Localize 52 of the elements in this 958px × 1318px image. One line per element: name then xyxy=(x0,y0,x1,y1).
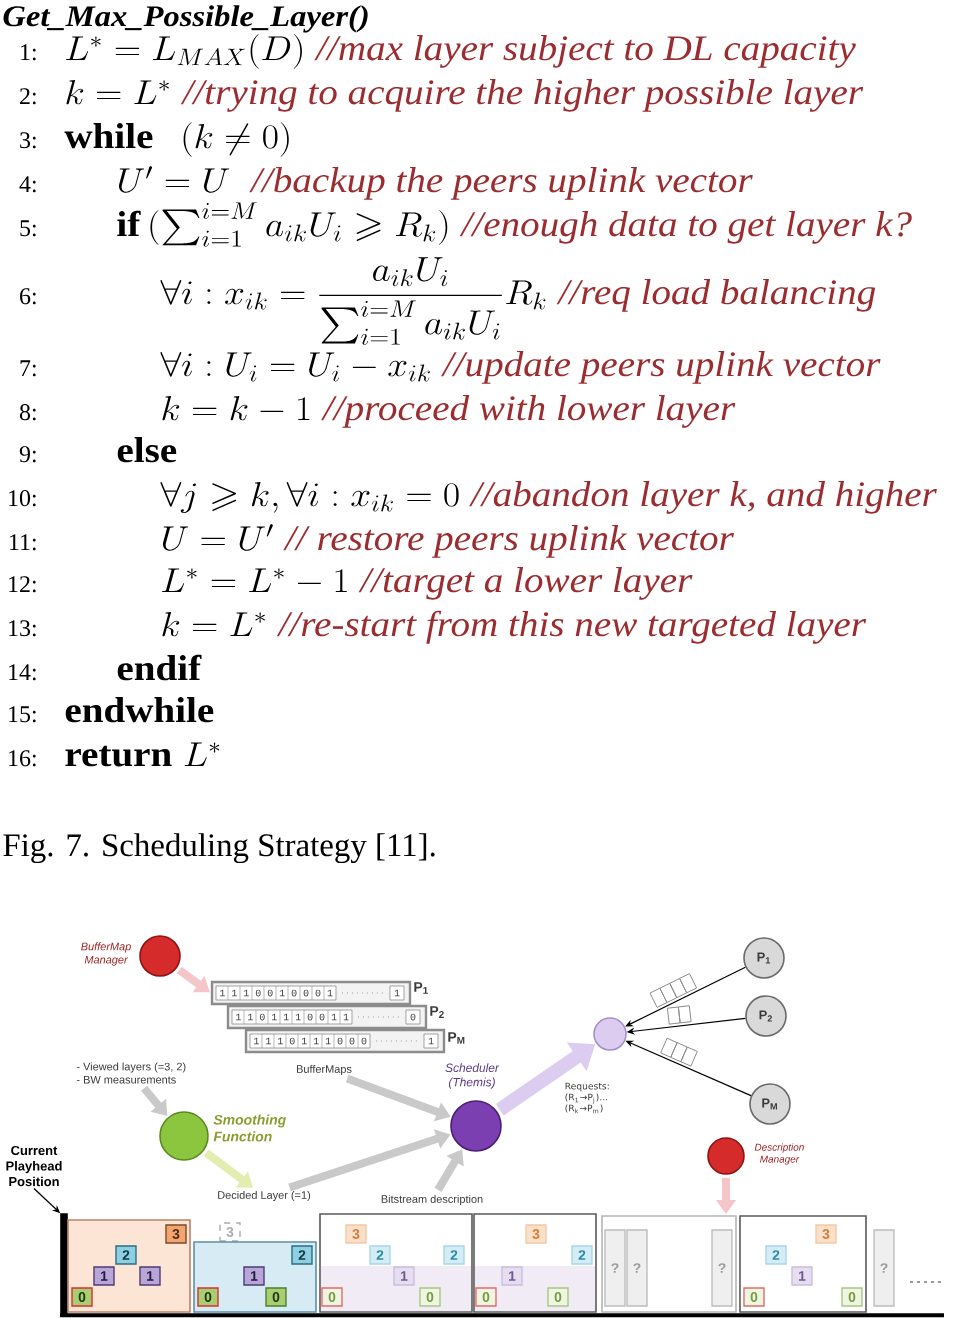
block-arrow xyxy=(176,966,210,993)
code-comment: // restore peers uplink vector xyxy=(283,525,734,558)
line-number: 2: xyxy=(20,88,36,105)
code-comment: //abandon layer k, and higher xyxy=(469,481,937,514)
line-number: 5: xyxy=(20,220,36,237)
line-number: 16: xyxy=(9,750,36,767)
code-comment: //req load balancing xyxy=(556,279,876,312)
code-formula: $L^* = L_{MAX}(D)$ xyxy=(66,34,302,69)
code-formula: $L^* = L^* - 1$ xyxy=(162,568,347,592)
code-formula: $(k \neq 0)$ xyxy=(183,122,289,157)
line-number: 9: xyxy=(19,446,36,463)
line-number: 12: xyxy=(9,576,36,593)
code-comment: //target a lower layer xyxy=(358,567,693,600)
code-formula: $k = L^*$ xyxy=(162,612,265,637)
playhead-line xyxy=(60,1213,68,1315)
line-number: 11: xyxy=(10,534,36,551)
code-formula: $\forall i : U_i = U_i - x_{ik}$ xyxy=(160,352,430,382)
figure-caption: Fig. 7. Scheduling Strategy [11]. xyxy=(3,833,435,864)
code-comment: //backup the peers uplink vector xyxy=(249,167,753,200)
line-number: 14: xyxy=(9,664,36,681)
line-number: 10: xyxy=(9,490,36,507)
arrow xyxy=(625,966,746,1027)
line-number: 1: xyxy=(21,44,36,61)
code-keyword: if xyxy=(117,210,141,236)
code-formula: $(\sum_{i=1}^{i=M} a_{ik}U_i \geqslant R_k)$ xyxy=(150,202,448,247)
algorithm-title: Get_Max_Possible_Layer() xyxy=(3,5,368,33)
code-formula: $U = U'$ xyxy=(162,524,273,551)
code-keyword: endwhile xyxy=(65,697,214,723)
code-formula: $k = L^*$ xyxy=(66,80,169,105)
code-keyword: else xyxy=(117,437,177,463)
line-number: 6: xyxy=(20,288,36,305)
code-formula: $k = k - 1$ xyxy=(162,396,310,421)
line-number: 4: xyxy=(19,176,36,193)
node-circle xyxy=(593,1017,627,1051)
code-comment: //enough data to get layer k? xyxy=(459,211,912,244)
code-keyword: while xyxy=(64,123,153,149)
line-number: 7: xyxy=(20,360,36,377)
code-formula: $\forall j \geqslant k, \forall i : x_{ik} = 0$ xyxy=(160,482,459,514)
code-comment: //proceed with lower layer xyxy=(321,395,736,428)
line-number: 8: xyxy=(19,404,36,421)
code-comment: //re-start from this new targeted layer xyxy=(276,610,867,644)
line-number: 15: xyxy=(9,706,36,723)
code-comment: //max layer subject to DL capacity xyxy=(314,35,856,68)
code-keyword: endif xyxy=(117,654,202,681)
code-formula: $L^*$ xyxy=(184,742,220,766)
code-comment: //trying to acquire the higher possible layer xyxy=(180,79,864,112)
code-comment: //update peers uplink vector xyxy=(441,351,881,384)
code-keyword: return xyxy=(65,745,172,767)
line-number: 13: xyxy=(9,620,36,637)
code-formula: $\forall i : x_{ik} = \frac{a_{ik}U_i}{\sum_{i=1}^{i=M} a_{ik}U_i} R_k$ xyxy=(160,257,546,345)
code-formula: $U' = U$ xyxy=(118,166,230,193)
line-number: 3: xyxy=(20,132,36,149)
